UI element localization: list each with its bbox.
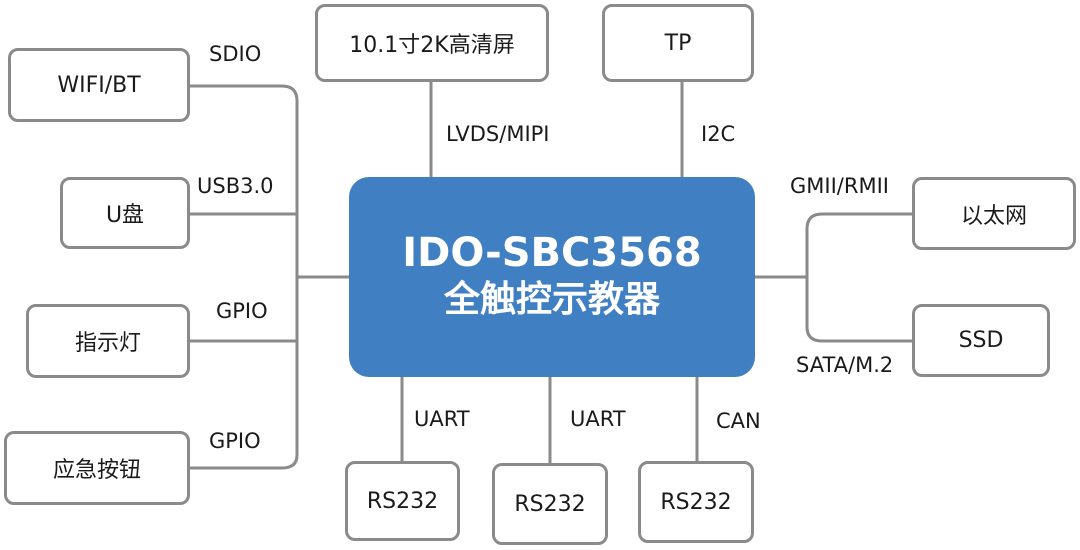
wifi-bt-label: WIFI/BT — [57, 72, 141, 98]
wire-wifi-bt — [188, 84, 299, 470]
touch-panel-box: TP — [602, 4, 754, 82]
rs232-label-2: RS232 — [514, 491, 586, 517]
rs232-box-2: RS232 — [492, 463, 608, 545]
display-label: 10.1寸2K高清屏 — [349, 33, 515, 58]
link-label-lvds-mipi: LVDS/MIPI — [446, 122, 550, 146]
link-label-uart-1: UART — [414, 407, 470, 431]
ethernet-box: 以太网 — [912, 177, 1076, 250]
link-label-can: CAN — [716, 409, 761, 433]
ssd-box: SSD — [912, 304, 1050, 377]
link-label-i2c: I2C — [701, 122, 736, 146]
link-label-usb3: USB3.0 — [197, 174, 274, 198]
wifi-bt-box: WIFI/BT — [8, 48, 190, 122]
main-board-title: IDO-SBC3568 — [402, 229, 702, 276]
u-disk-label: U盘 — [105, 203, 145, 228]
rs232-label-3: RS232 — [660, 489, 732, 515]
rs232-box-3: RS232 — [638, 461, 754, 543]
emergency-button-box: 应急按钮 — [4, 431, 190, 505]
link-label-sdio: SDIO — [209, 42, 262, 66]
link-label-gpio-emergency: GPIO — [209, 429, 261, 453]
u-disk-box: U盘 — [60, 177, 190, 249]
ssd-label: SSD — [958, 328, 1004, 353]
main-board-subtitle: 全触控示教器 — [443, 278, 660, 320]
wire-ethernet — [805, 212, 914, 343]
display-box: 10.1寸2K高清屏 — [315, 4, 549, 82]
ethernet-label: 以太网 — [960, 203, 1027, 229]
indicator-label: 指示灯 — [74, 331, 141, 356]
touch-panel-label: TP — [664, 30, 692, 56]
emergency-button-label: 应急按钮 — [52, 458, 141, 483]
indicator-box: 指示灯 — [26, 304, 190, 378]
link-label-gpio-indicator: GPIO — [216, 299, 268, 323]
link-label-gmii-rmii: GMII/RMII — [790, 174, 889, 198]
link-label-uart-2: UART — [570, 407, 626, 431]
rs232-label-1: RS232 — [366, 488, 439, 514]
rs232-box-1: RS232 — [345, 461, 460, 541]
link-label-sata-m2: SATA/M.2 — [796, 353, 894, 377]
main-board-block: IDO-SBC3568 全触控示教器 — [349, 177, 755, 377]
